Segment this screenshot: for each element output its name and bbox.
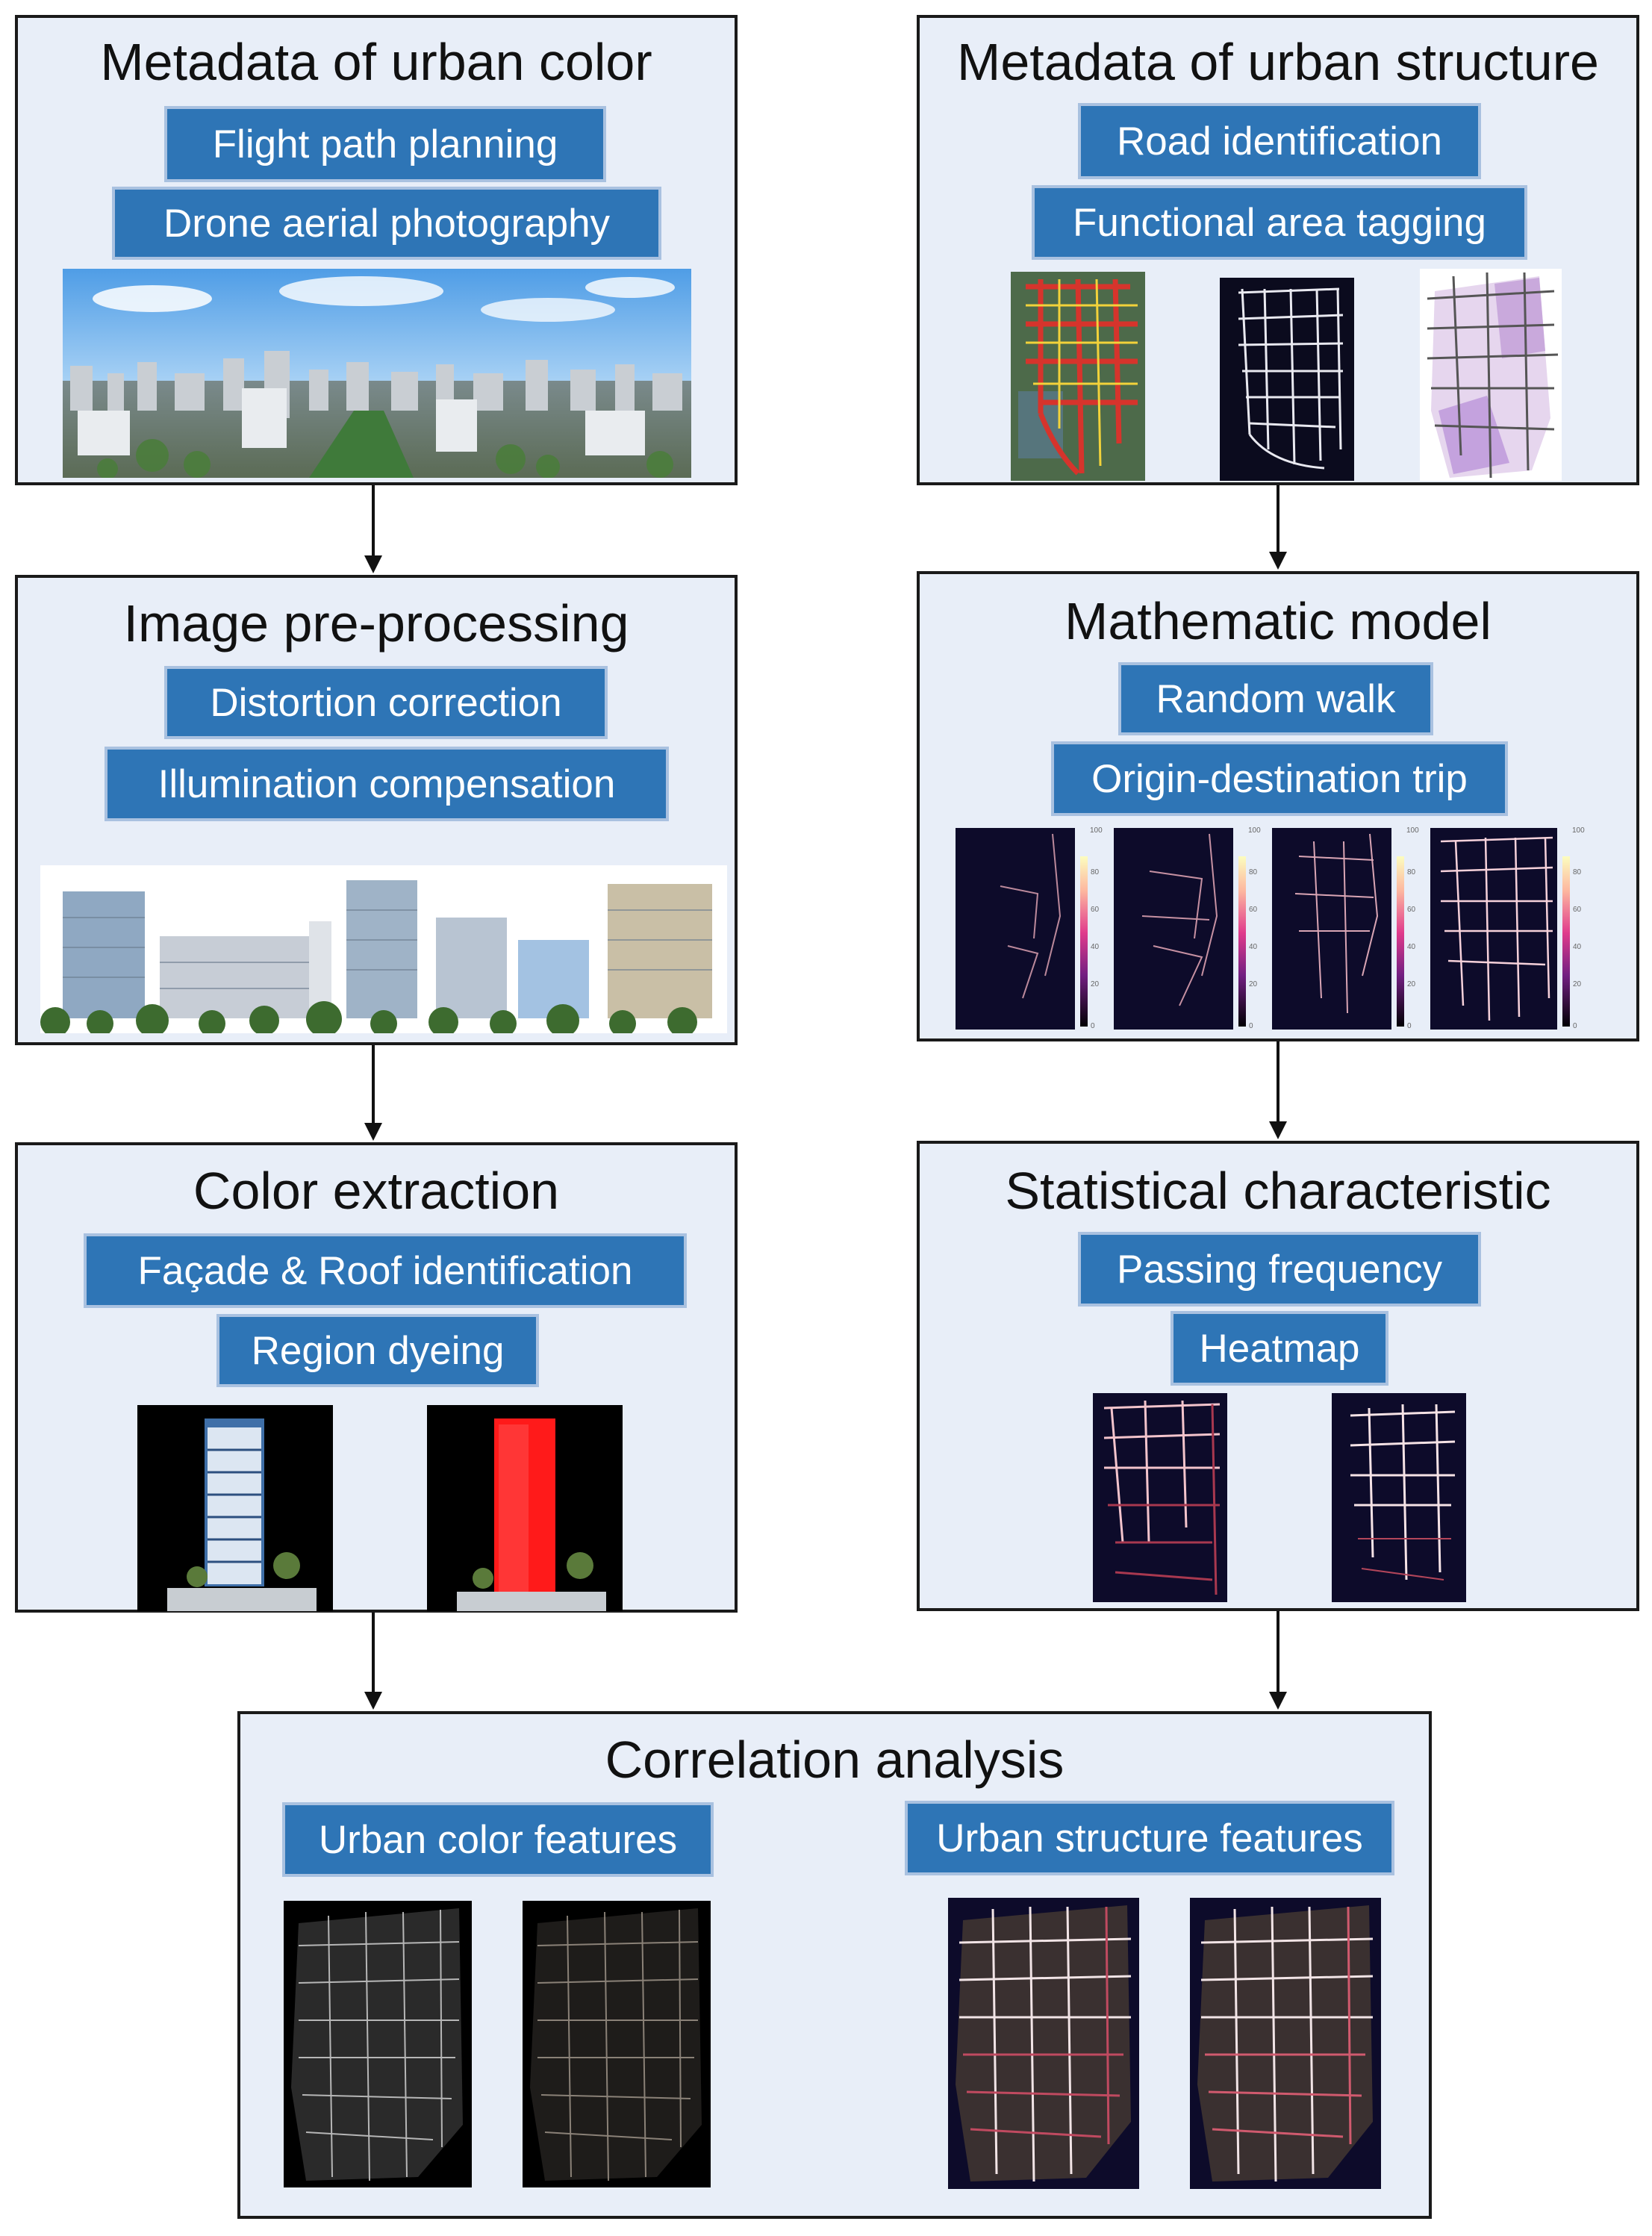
arrow-down-icon — [364, 1045, 382, 1141]
panel-correlation-analysis: Correlation analysis Urban color feature… — [237, 1711, 1432, 2219]
cbar-tick: 20 — [1249, 980, 1258, 988]
panel-title: Metadata of urban structure — [957, 33, 1599, 91]
heatmap-stage-4 — [1430, 828, 1570, 1030]
panel-title: Color extraction — [193, 1162, 560, 1220]
tag-facade-roof-identification: Façade & Roof identification — [84, 1233, 687, 1308]
cbar-tick: 20 — [1573, 980, 1582, 988]
cbar-tick: 100 — [1406, 826, 1419, 835]
cbar-tick: 20 — [1407, 980, 1416, 988]
panel-color-extraction: Color extraction Façade & Roof identific… — [15, 1142, 738, 1613]
cbar-tick: 100 — [1572, 826, 1585, 835]
panel-image-preprocessing: Image pre-processing Distortion correcti… — [15, 575, 738, 1045]
facade-identification-image — [137, 1405, 333, 1611]
cbar-tick: 100 — [1248, 826, 1261, 835]
panel-statistical-characteristic: Statistical characteristic Passing frequ… — [917, 1141, 1639, 1611]
cbar-tick: 40 — [1407, 943, 1416, 951]
arrow-down-icon — [1269, 1611, 1287, 1710]
urban-structure-feature-map-1 — [948, 1898, 1139, 2189]
buildings-panorama-image — [40, 865, 727, 1033]
tag-flight-path-planning: Flight path planning — [164, 106, 606, 182]
cbar-tick: 80 — [1091, 868, 1100, 876]
cbar-tick: 60 — [1407, 906, 1416, 914]
cbar-tick: 20 — [1091, 980, 1100, 988]
panel-title: Metadata of urban color — [100, 33, 652, 91]
cbar-tick: 0 — [1573, 1022, 1577, 1030]
heatmap-stage-1 — [956, 828, 1088, 1030]
panel-metadata-urban-structure: Metadata of urban structure Road identif… — [917, 15, 1639, 485]
arrow-down-icon — [364, 1613, 382, 1710]
cbar-tick: 80 — [1249, 868, 1258, 876]
cbar-tick: 40 — [1091, 943, 1100, 951]
satellite-road-map-image — [1011, 272, 1145, 481]
aerial-panorama-image — [63, 269, 691, 478]
arrow-down-icon — [1269, 1041, 1287, 1139]
tag-urban-color-features: Urban color features — [282, 1802, 714, 1877]
cbar-tick: 60 — [1573, 906, 1582, 914]
road-network-image — [1220, 278, 1354, 481]
functional-area-map-image — [1420, 269, 1562, 481]
tag-distortion-correction: Distortion correction — [164, 666, 608, 739]
arrow-down-icon — [364, 485, 382, 573]
tag-urban-structure-features: Urban structure features — [905, 1801, 1394, 1875]
panel-title: Statistical characteristic — [1005, 1162, 1551, 1220]
tag-heatmap: Heatmap — [1171, 1311, 1388, 1386]
arrow-down-icon — [1269, 485, 1287, 570]
cbar-tick: 40 — [1249, 943, 1258, 951]
heatmap-stage-2 — [1114, 828, 1246, 1030]
urban-structure-feature-map-2 — [1190, 1898, 1381, 2189]
passing-frequency-map — [1093, 1393, 1227, 1602]
tag-functional-area-tagging: Functional area tagging — [1032, 185, 1527, 260]
tag-road-identification: Road identification — [1078, 103, 1481, 179]
panel-title: Image pre-processing — [123, 594, 629, 653]
tag-passing-frequency: Passing frequency — [1078, 1232, 1481, 1307]
tag-drone-aerial-photography: Drone aerial photography — [112, 187, 661, 260]
cbar-tick: 60 — [1091, 906, 1100, 914]
urban-color-feature-map-2 — [523, 1901, 711, 2187]
urban-color-feature-map-1 — [284, 1901, 472, 2187]
region-dyeing-image — [427, 1405, 623, 1611]
cbar-tick: 100 — [1090, 826, 1103, 835]
tag-random-walk: Random walk — [1118, 662, 1433, 735]
cbar-tick: 0 — [1249, 1022, 1253, 1030]
cbar-tick: 0 — [1091, 1022, 1095, 1030]
panel-metadata-urban-color: Metadata of urban color Flight path plan… — [15, 15, 738, 485]
random-walk-heatmaps: 100 80 60 40 20 0 100 80 60 40 20 0 100 … — [956, 826, 1612, 1033]
heatmap-stage-3 — [1272, 828, 1404, 1030]
cbar-tick: 80 — [1407, 868, 1416, 876]
cbar-tick: 60 — [1249, 906, 1258, 914]
panel-mathematic-model: Mathematic model Random walk Origin-dest… — [917, 571, 1639, 1041]
tag-illumination-compensation: Illumination compensation — [105, 747, 669, 821]
tag-origin-destination-trip: Origin-destination trip — [1051, 741, 1508, 816]
cbar-tick: 40 — [1573, 943, 1582, 951]
panel-title: Mathematic model — [1065, 592, 1492, 650]
heatmap-map — [1332, 1393, 1466, 1602]
tag-region-dyeing: Region dyeing — [216, 1314, 539, 1387]
panel-title: Correlation analysis — [605, 1731, 1065, 1789]
cbar-tick: 0 — [1407, 1022, 1412, 1030]
cbar-tick: 80 — [1573, 868, 1582, 876]
